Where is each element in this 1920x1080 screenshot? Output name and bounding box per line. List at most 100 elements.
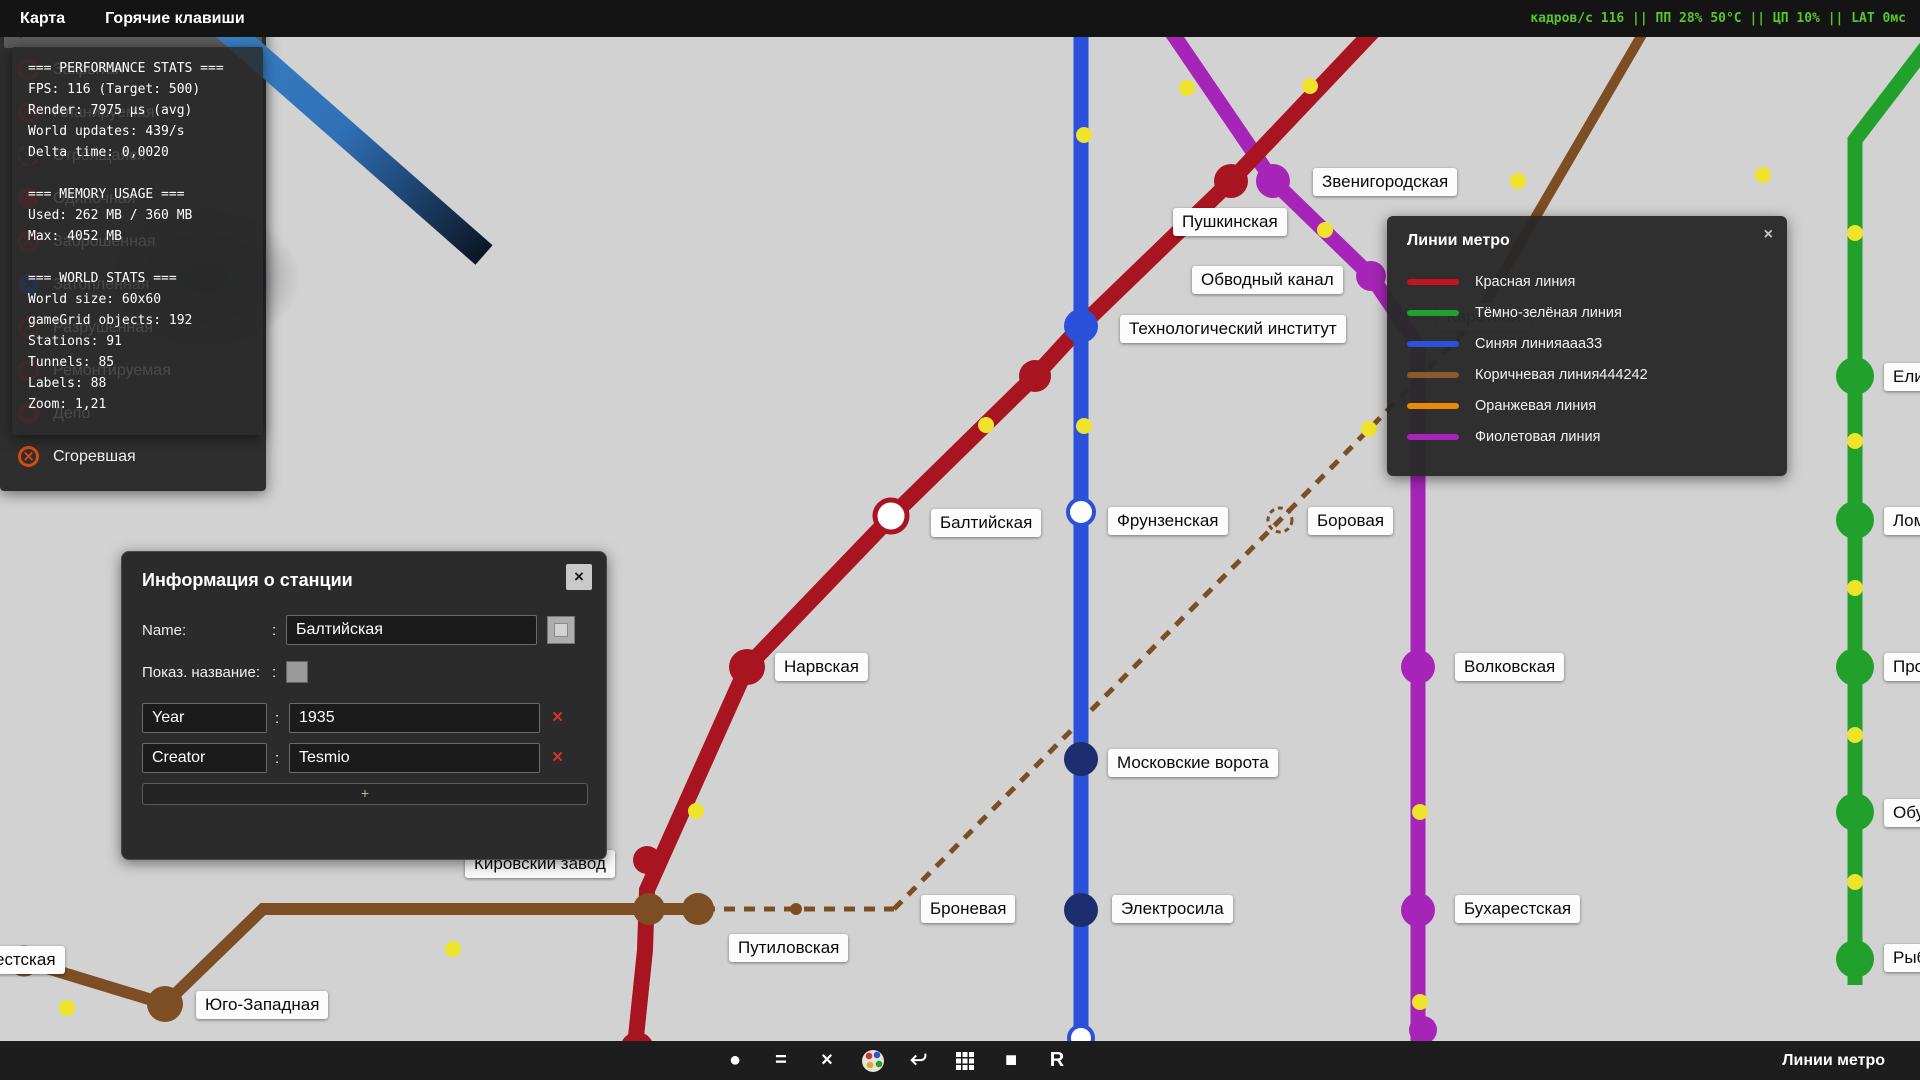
name-options-button[interactable] [547,616,575,644]
rect-tool-icon[interactable]: ■ [1004,1049,1018,1071]
remove-field-icon[interactable]: × [552,747,564,768]
station-label[interactable]: естская [0,946,65,974]
label-marker-dot[interactable] [1847,433,1863,449]
field-value-input[interactable] [289,743,540,773]
label-marker-dot[interactable] [1510,173,1526,189]
label-marker-dot[interactable] [1317,222,1333,238]
colon-separator: : [272,621,277,639]
palette-tool-icon[interactable] [862,1049,884,1073]
station-label[interactable]: Обводный канал [1192,266,1343,294]
station-node[interactable] [1836,940,1874,978]
show-name-checkbox[interactable] [286,661,308,683]
label-marker-dot[interactable] [1755,167,1771,183]
legend-line-row[interactable]: Оранжевая линия [1407,390,1767,421]
station-node[interactable] [1401,650,1435,684]
close-icon[interactable]: × [1763,226,1773,243]
station-label[interactable]: Бухарестская [1455,895,1581,923]
rotate-tool-icon[interactable]: R [1049,1049,1065,1071]
station-label[interactable]: Боровая [1308,507,1394,535]
station-label[interactable]: Звенигородская [1313,168,1458,196]
station-label[interactable]: Электросила [1112,895,1233,923]
station-label[interactable]: Обу [1884,799,1920,827]
add-field-button[interactable]: + [142,783,588,805]
station-node[interactable] [1266,506,1294,534]
station-node[interactable] [1356,261,1386,291]
undo-tool-icon[interactable] [908,1049,930,1073]
station-label[interactable]: Рыб [1884,944,1920,972]
station-label[interactable]: Волковская [1455,653,1565,681]
label-marker-dot[interactable] [1302,78,1318,94]
colon-separator: : [272,663,277,681]
station-node[interactable] [1064,309,1098,343]
field-value-input[interactable] [289,703,540,733]
label-marker-dot[interactable] [1412,994,1428,1010]
station-label[interactable]: Про [1884,653,1920,681]
line-tool-icon[interactable]: = [775,1049,787,1071]
station-node[interactable] [1064,742,1098,776]
station-name-input[interactable] [286,615,537,645]
station-label[interactable]: Балтийская [931,509,1042,537]
metro-line-brown-dashed-diagonal[interactable] [892,319,1477,911]
station-node[interactable] [1409,1016,1437,1044]
station-node[interactable] [633,893,665,925]
label-marker-dot[interactable] [1361,421,1377,437]
legend-line-row[interactable]: Фиолетовая линия [1407,421,1767,452]
station-label[interactable]: Фрунзенская [1108,507,1228,535]
legend-line-row[interactable]: Красная линия [1407,266,1767,297]
station-node[interactable] [1836,793,1874,831]
station-node[interactable] [729,649,765,685]
label-marker-dot[interactable] [1076,418,1092,434]
station-node[interactable] [1401,893,1435,927]
station-node[interactable] [790,903,802,915]
field-key-input[interactable] [142,703,267,733]
station-node[interactable] [1066,497,1096,527]
station-label[interactable]: Путиловская [729,934,849,962]
station-node[interactable] [1836,648,1874,686]
station-node[interactable] [682,893,714,925]
station-label[interactable]: Броневая [921,895,1016,923]
legend-line-row[interactable]: Коричневая линия444242 [1407,359,1767,390]
station-node[interactable] [1256,164,1290,198]
station-node[interactable] [1836,501,1874,539]
field-key-input[interactable] [142,743,267,773]
station-node[interactable] [872,497,910,535]
grid-tool-icon[interactable] [954,1049,976,1073]
station-node[interactable] [1019,360,1051,392]
label-marker-dot[interactable] [1847,580,1863,596]
station-tool-icon[interactable]: ● [728,1049,742,1071]
delete-tool-icon[interactable]: × [821,1049,833,1071]
label-marker-dot[interactable] [1847,225,1863,241]
label-marker-dot[interactable] [59,1000,75,1016]
station-node[interactable] [1836,357,1874,395]
station-node[interactable] [1214,164,1248,198]
active-panel-label[interactable]: Линии метро [1782,1051,1885,1069]
label-marker-dot[interactable] [1412,804,1428,820]
label-marker-dot[interactable] [688,803,704,819]
legend-line-row[interactable]: Синяя линияааа33 [1407,328,1767,359]
legend-line-row[interactable]: Тёмно-зелёная линия [1407,297,1767,328]
label-marker-dot[interactable] [1847,727,1863,743]
metro-line-brown-line[interactable] [0,903,700,1011]
label-marker-dot[interactable] [1076,127,1092,143]
label-marker-dot[interactable] [978,417,994,433]
station-node[interactable] [633,846,661,874]
label-marker-dot[interactable] [445,941,461,957]
station-label[interactable]: Технологический институт [1120,315,1346,343]
station-label[interactable]: Пушкинская [1173,208,1287,236]
menu-item-map[interactable]: Карта [20,9,66,27]
remove-field-icon[interactable]: × [552,707,564,728]
label-marker-dot[interactable] [1179,80,1195,96]
metro-line-red-line[interactable] [623,0,1414,1080]
station-label[interactable]: Ели [1884,363,1920,391]
station-node[interactable] [1064,893,1098,927]
station-node[interactable] [147,986,183,1022]
station-type-option[interactable]: ×Сгоревшая [4,435,262,478]
label-marker-dot[interactable] [1847,874,1863,890]
station-label[interactable]: Юго-Западная [196,991,329,1019]
metro-line-green-line[interactable] [1847,42,1920,985]
station-label[interactable]: Лом [1884,507,1920,535]
menu-item-hotkeys[interactable]: Горячие клавиши [105,9,245,27]
station-label[interactable]: Московские ворота [1108,749,1278,777]
close-icon[interactable]: × [566,564,592,590]
station-label[interactable]: Нарвская [775,653,868,681]
